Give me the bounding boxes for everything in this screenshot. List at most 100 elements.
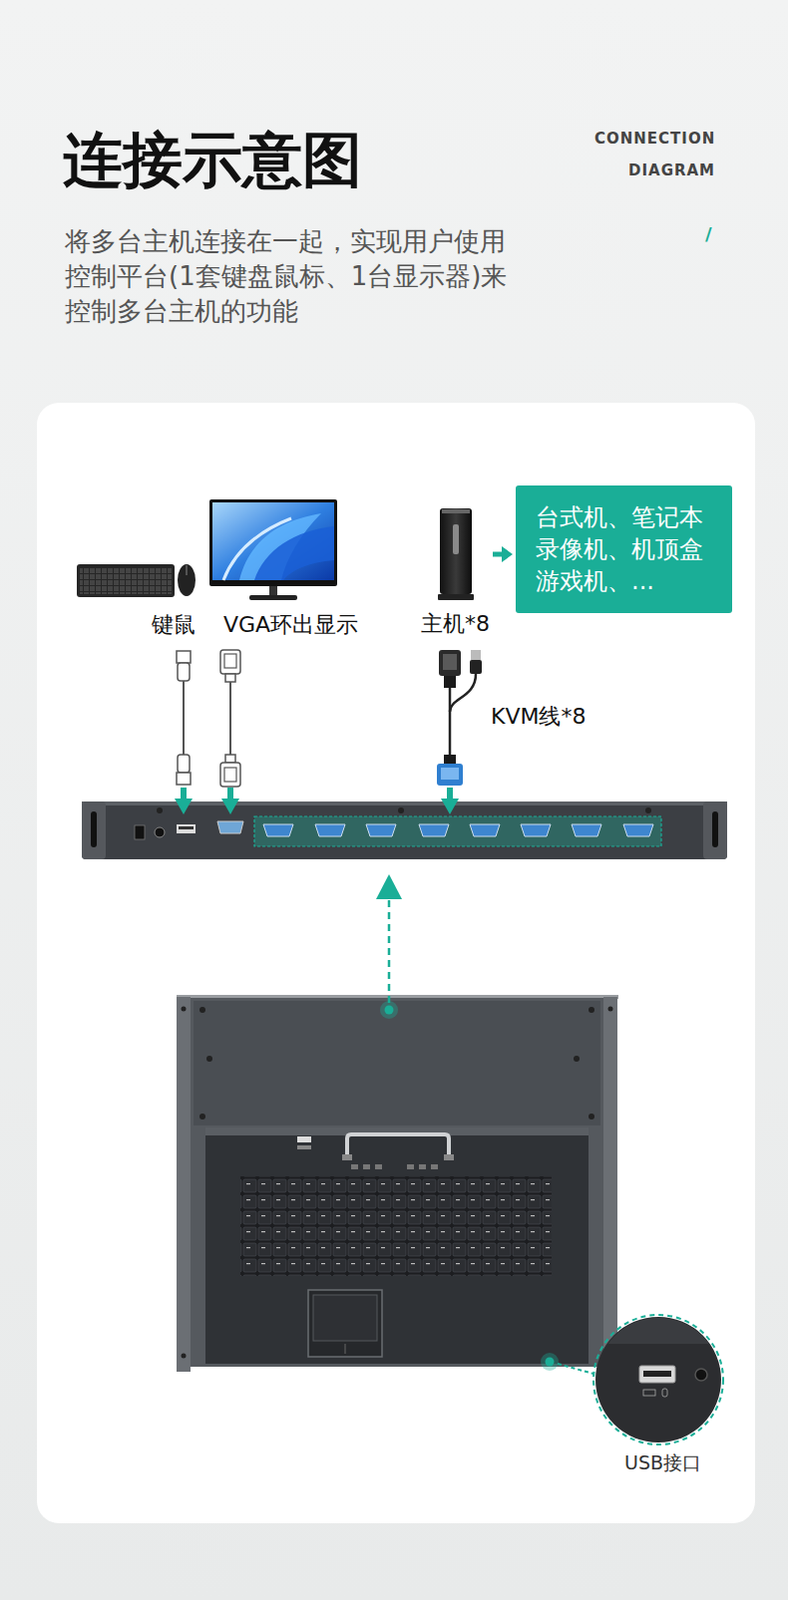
vga-port-row-part (418, 824, 449, 837)
kvm-drawer-part (240, 1177, 552, 1277)
dashed-up-arrow-part (380, 1001, 398, 1020)
tower-drawing (435, 506, 476, 603)
kvm-drawer (176, 995, 619, 1373)
keyboard-mouse-icon-part (79, 567, 172, 595)
kvm-drawer-part (183, 998, 611, 1368)
vga-port-row-part (469, 824, 500, 837)
kvm-drawer-part (351, 1165, 359, 1171)
dashed-up-arrow-part (376, 874, 402, 900)
down-arrows-part (440, 798, 459, 815)
rack-kvm-unit-part (156, 807, 163, 814)
dashed-up-arrow (376, 874, 402, 1020)
kvm-drawer-part (418, 1165, 426, 1171)
host-tower-icon (435, 506, 476, 603)
kvm-drawer-part (181, 1007, 187, 1013)
caption-text: 将多台主机连接在一起，实现用户使用控制平台(1套键盘鼠标、1台显示器)来控制多台… (64, 224, 519, 330)
kvm-drawer-part (176, 997, 191, 1373)
kvm-drawer-part (573, 1056, 580, 1063)
vga-cable-part (220, 763, 241, 788)
kvm-cable-part (440, 768, 459, 781)
vga-port-row-part (366, 824, 396, 837)
usb-zoom-callout (540, 1314, 724, 1446)
kvm-drawer-part (199, 1007, 206, 1014)
monitor-icon-part (249, 595, 298, 601)
kvm-drawer-part (430, 1165, 438, 1171)
vga-cable-part (220, 650, 241, 675)
down-arrows (174, 788, 459, 815)
usb-zoom-callout-part (593, 1315, 724, 1446)
kvm-drawer-part (603, 997, 618, 1373)
vga-port-row-part (623, 824, 654, 837)
vga-cable-part (225, 674, 236, 683)
usb-zoom-callout-part (594, 1314, 723, 1398)
vga-cable-part (224, 654, 237, 669)
vga-cable-part (229, 682, 232, 756)
down-arrows-part (174, 798, 193, 815)
kvm-drawer-part (297, 1146, 312, 1151)
label-text: CONNECTION (594, 129, 716, 149)
usb-cable-part (176, 773, 191, 786)
dashed-up-arrow-part (385, 1006, 394, 1016)
node-text: 台式机、笔记本 录像机、机顶盒 游戏机、... (535, 501, 713, 598)
vga-cable (220, 650, 241, 788)
vga-port-row (263, 824, 654, 837)
kvm-cable-part (470, 650, 481, 661)
kvm-drawer-part (443, 1155, 454, 1162)
rack-kvm-unit-part (154, 827, 165, 838)
rack-kvm-unit-part (397, 807, 404, 814)
monitor-icon-part (269, 586, 278, 597)
usb-zoom-callout-part-part (594, 1314, 723, 1345)
keyboard-mouse-icon-part (185, 565, 188, 576)
label-text: 键鼠 (151, 611, 196, 640)
usb-zoom-callout-part-part (639, 1366, 676, 1384)
white-card (36, 402, 756, 1525)
down-arrows-part (221, 798, 240, 815)
arrow-head (501, 546, 513, 563)
kvm-drawer-part (342, 1155, 353, 1162)
kvm-drawer-part (240, 1177, 552, 1277)
node-text: 主机*8 (420, 610, 490, 639)
label-text: / (705, 223, 713, 247)
tower-top (441, 509, 470, 514)
kvm-cable-part (443, 755, 456, 766)
down-arrows-part (227, 788, 234, 800)
rack-kvm-unit (81, 801, 728, 860)
vga-cable-part (224, 768, 237, 783)
usb-zoom-callout-part-part (662, 1389, 668, 1398)
monitor-icon (209, 499, 338, 601)
usb-zoom-callout-part (557, 1364, 594, 1375)
vga-cable-part (225, 755, 236, 764)
kvm-drawer-part (181, 1354, 187, 1360)
kvm-cable-part (448, 688, 452, 756)
host-node: 主机*8 (420, 506, 490, 639)
rack-kvm-unit-part (712, 811, 719, 848)
connector-arrow (492, 546, 513, 563)
rack-kvm-unit-part (254, 816, 662, 847)
monitor-icon-part (209, 499, 338, 587)
down-arrows-part (446, 788, 453, 800)
label-text: KVM线*8 (490, 703, 586, 732)
usb-zoom-callout-part-part (695, 1369, 708, 1382)
vga-port-row-part (315, 824, 346, 837)
rack-kvm-unit-part (645, 807, 652, 814)
kvm-cable (436, 650, 482, 787)
dashed-up-arrow-part (388, 899, 392, 1004)
usb-cable-part (182, 681, 185, 756)
monitor-icon-part (212, 502, 335, 581)
kvm-drawer-part (588, 1007, 595, 1014)
kvm-drawer-part (588, 1114, 595, 1121)
title-text: 连接示意图 (62, 123, 363, 196)
tower-foot (437, 594, 474, 601)
kvm-drawer-part (345, 1344, 347, 1355)
label-text: USB接口 (624, 1452, 702, 1477)
kvm-drawer-part (313, 1295, 378, 1342)
usb-zoom-callout-part-part (643, 1390, 656, 1397)
keyboard-mouse-icon-part (177, 564, 196, 597)
usb-cable-part (176, 651, 191, 664)
rack-kvm-unit-part (178, 826, 194, 830)
usb-zoom-callout-part (545, 1358, 555, 1368)
kvm-cable-part (469, 660, 482, 675)
kvm-cable-part (449, 674, 476, 713)
kvm-drawer-part (363, 1165, 371, 1171)
